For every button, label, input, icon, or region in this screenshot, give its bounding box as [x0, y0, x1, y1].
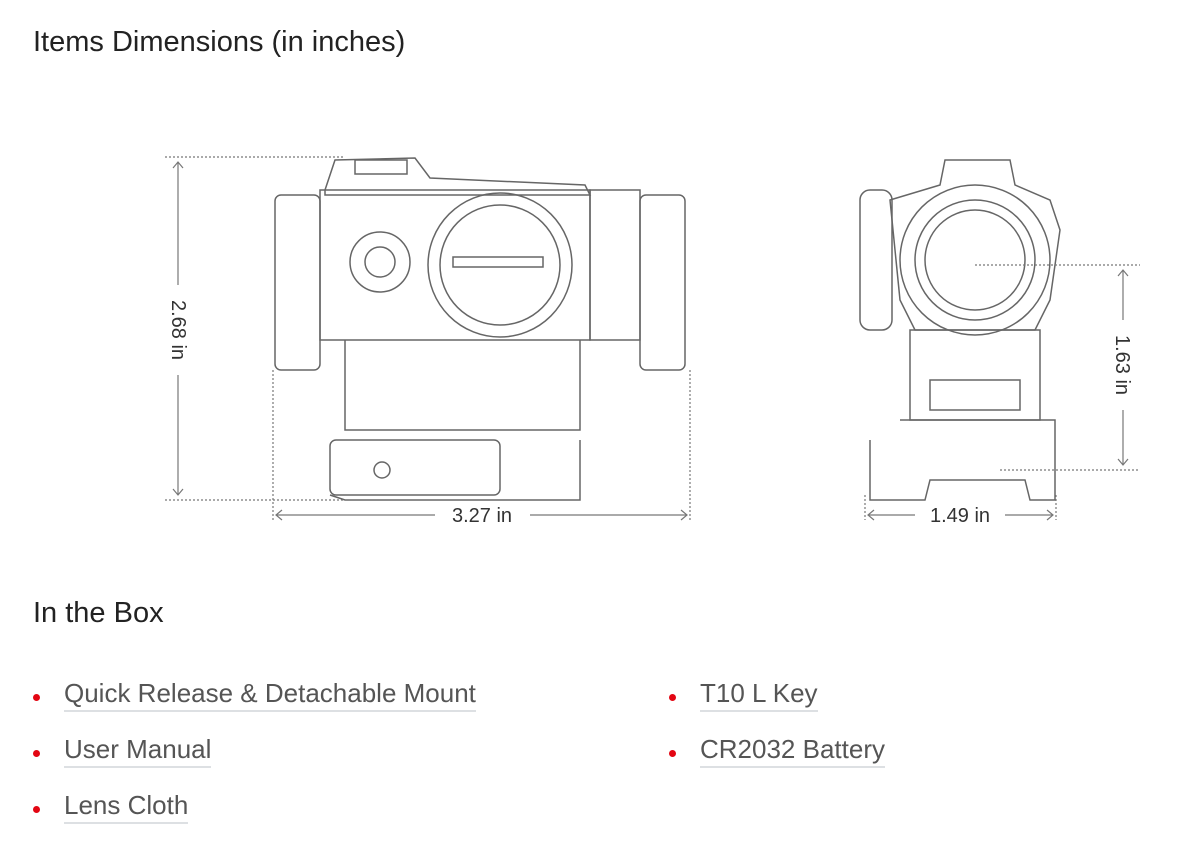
dimensions-heading: Items Dimensions (in inches) — [33, 26, 406, 58]
length-label: 3.27 in — [452, 505, 512, 527]
box-item-link[interactable]: Quick Release & Detachable Mount — [64, 678, 476, 712]
optical-height-label: 1.63 in — [1111, 335, 1133, 395]
side-view-drawing — [274, 157, 686, 501]
dimension-drawings: 2.68 in 3.27 in 1.49 in 1.63 in — [165, 156, 1140, 527]
box-item-link[interactable]: Lens Cloth — [64, 790, 189, 824]
bullet-icon — [33, 750, 40, 757]
bullet-icon — [33, 694, 40, 701]
in-the-box-heading: In the Box — [33, 597, 164, 629]
dimension-lines — [165, 156, 1140, 521]
box-item-link[interactable]: T10 L Key — [700, 678, 818, 712]
width-label: 1.49 in — [930, 505, 990, 527]
bullet-icon — [669, 694, 676, 701]
box-item-link[interactable]: User Manual — [64, 734, 212, 768]
height-label: 2.68 in — [167, 300, 189, 360]
box-item-link[interactable]: CR2032 Battery — [700, 734, 885, 768]
bullet-icon — [33, 806, 40, 813]
bullet-icon — [669, 750, 676, 757]
front-view-drawing — [859, 159, 1061, 501]
